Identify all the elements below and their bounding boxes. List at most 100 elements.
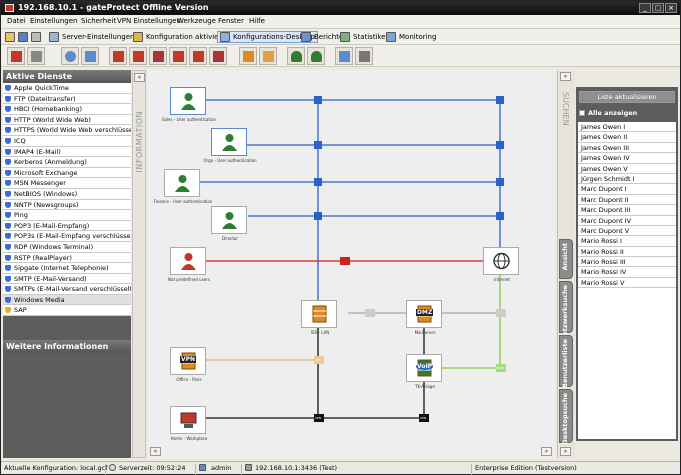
service-item[interactable]: RSTP (RealPlayer) — [3, 252, 131, 264]
monitoring-icon — [386, 32, 396, 42]
maximize-button[interactable]: □ — [652, 3, 664, 13]
user-list-item[interactable]: Mario Rossi II — [578, 247, 676, 258]
user-list-item[interactable]: Mario Rossi IV — [578, 267, 676, 278]
user-list-item[interactable]: James Owen V — [578, 164, 676, 174]
server-settings-button[interactable]: Server-Einstellungen ... — [49, 31, 143, 43]
user-list-item[interactable]: James Owen III — [578, 143, 676, 154]
config-desktop-button[interactable]: Konfigurations-Desktop — [217, 31, 318, 43]
network-node[interactable]: ISR - LAN — [301, 300, 337, 335]
statistics-button[interactable]: Statistiken — [340, 31, 390, 43]
network-node[interactable]: Director — [211, 206, 247, 241]
service-item[interactable]: FTP (Dateitransfer) — [3, 93, 131, 105]
menu-fenster[interactable]: Fenster — [218, 17, 244, 25]
add-network-button[interactable] — [81, 47, 99, 65]
service-item[interactable]: NetBIOS (Windows) — [3, 188, 131, 200]
tab-desktopsuche[interactable]: Desktopsuche — [559, 389, 573, 445]
menu-werkzeuge[interactable]: Werkzeuge — [177, 17, 216, 25]
add-monitor-button[interactable] — [335, 47, 353, 65]
add-host-button[interactable] — [109, 47, 127, 65]
network-node[interactable]: Home - Workplace — [170, 406, 207, 441]
add-server-button[interactable] — [239, 47, 257, 65]
save-icon[interactable] — [18, 32, 28, 42]
menu-datei[interactable]: Datei — [7, 17, 26, 25]
service-item[interactable]: MSN Messenger — [3, 178, 131, 189]
search-tab-bottom-arrow[interactable]: » — [560, 447, 571, 456]
service-item[interactable]: Kerberos (Anmeldung) — [3, 157, 131, 168]
canvas-scroll-right-arrow[interactable]: » — [541, 447, 552, 456]
service-item[interactable]: Ping — [3, 210, 131, 221]
user-list-item[interactable]: James Owen I — [578, 122, 676, 133]
service-item[interactable]: HTTPS (World Wide Web verschlüsselt) — [3, 125, 131, 136]
add-internet-button[interactable] — [61, 47, 79, 65]
add-computer-button[interactable] — [149, 47, 167, 65]
tab-netzwerksuche[interactable]: Netzwerksuche — [559, 281, 573, 341]
tab-ansicht[interactable]: Ansicht — [559, 239, 573, 279]
user-list-item[interactable]: Marc Dupont IV — [578, 216, 676, 226]
refresh-list-button[interactable]: Liste aktualisieren — [579, 91, 675, 103]
printer-icon — [193, 51, 204, 62]
user-list-item[interactable]: Marc Dupont I — [578, 184, 676, 195]
menu-sicherheit[interactable]: Sicherheit — [81, 17, 117, 25]
user-list-item[interactable]: James Owen II — [578, 132, 676, 143]
network-node[interactable]: Orga - User authentication — [203, 128, 257, 163]
user-list-item[interactable]: Marc Dupont II — [578, 195, 676, 206]
service-item[interactable]: HBCI (Homebanking) — [3, 104, 131, 115]
print-icon[interactable] — [31, 32, 41, 42]
add-group-button[interactable] — [307, 47, 325, 65]
service-item[interactable]: Microsoft Exchange — [3, 167, 131, 179]
service-item[interactable]: Windows Media — [3, 294, 131, 306]
open-icon[interactable] — [5, 32, 15, 42]
add-vpn-server-button[interactable] — [259, 47, 277, 65]
information-tab[interactable]: INFORMATION « — [132, 70, 146, 458]
network-node[interactable]: Sales - User authentication — [162, 87, 216, 122]
collapse-right-arrow[interactable]: » — [560, 72, 571, 81]
checkbox-box[interactable] — [579, 110, 585, 116]
reports-button[interactable]: Berichte — [301, 31, 343, 43]
service-item[interactable]: Sipgate (Internet Telephonie) — [3, 263, 131, 274]
add-user-button[interactable] — [287, 47, 305, 65]
add-printer-button[interactable] — [189, 47, 207, 65]
network-node[interactable]: Internet — [483, 247, 519, 282]
show-all-checkbox[interactable]: Alle anzeigen — [579, 109, 637, 117]
monitoring-button[interactable]: Monitoring — [386, 31, 436, 43]
service-item[interactable]: POP3 (E-Mail-Empfang) — [3, 220, 131, 232]
user-list-item[interactable]: James Owen IV — [578, 153, 676, 164]
activate-config-button[interactable]: Konfiguration aktivieren — [133, 31, 230, 43]
service-item[interactable]: POP3s (E-Mail-Empfang verschlüsselt) — [3, 231, 131, 242]
connect-tool-button[interactable] — [27, 47, 45, 65]
service-item[interactable]: HTTP (World Wide Web) — [3, 114, 131, 126]
add-terminal-button[interactable] — [355, 47, 373, 65]
close-button[interactable]: × — [665, 3, 677, 13]
user-list-item[interactable]: Mario Rossi V — [578, 278, 676, 289]
collapse-left-arrow[interactable]: « — [134, 73, 145, 82]
service-item[interactable]: SAP — [3, 305, 131, 317]
network-node[interactable]: Not predefined users — [168, 247, 210, 282]
canvas-scroll-left-arrow[interactable]: « — [150, 447, 161, 456]
user-list-item[interactable]: Marc Dupont III — [578, 205, 676, 216]
user-list-item[interactable]: Marc Dupont V — [578, 226, 676, 237]
service-item[interactable]: RDP (Windows Terminal) — [3, 241, 131, 253]
add-laptop-button[interactable] — [209, 47, 227, 65]
service-item[interactable]: NNTP (Newsgroups) — [3, 199, 131, 211]
service-item[interactable]: Apple QuickTime — [3, 83, 131, 94]
tab-benutzerliste[interactable]: Benutzerliste — [559, 335, 573, 388]
service-item[interactable]: SMTPs (E-Mail-Versand verschlüsselt) — [3, 284, 131, 295]
add-vpn-host-button[interactable] — [129, 47, 147, 65]
service-item[interactable]: SMTP (E-Mail-Versand) — [3, 273, 131, 285]
menu-vpn-einstellungen[interactable]: VPN Einstellungen — [117, 17, 181, 25]
menu-einstellungen[interactable]: Einstellungen — [30, 17, 78, 25]
network-node[interactable]: Finance - User authentication — [154, 169, 212, 204]
user-list-item[interactable]: Jürgen Schmidt I — [578, 174, 676, 185]
menu-hilfe[interactable]: Hilfe — [249, 17, 265, 25]
service-item[interactable]: IMAP4 (E-Mail) — [3, 146, 131, 158]
minimize-button[interactable]: _ — [639, 3, 651, 13]
service-item[interactable]: ICQ — [3, 135, 131, 147]
edit-tool-button[interactable] — [7, 47, 25, 65]
user-list-item[interactable]: Mario Rossi I — [578, 236, 676, 247]
user-list-item[interactable]: Mario Rossi III — [578, 257, 676, 268]
add-workstation-button[interactable] — [169, 47, 187, 65]
